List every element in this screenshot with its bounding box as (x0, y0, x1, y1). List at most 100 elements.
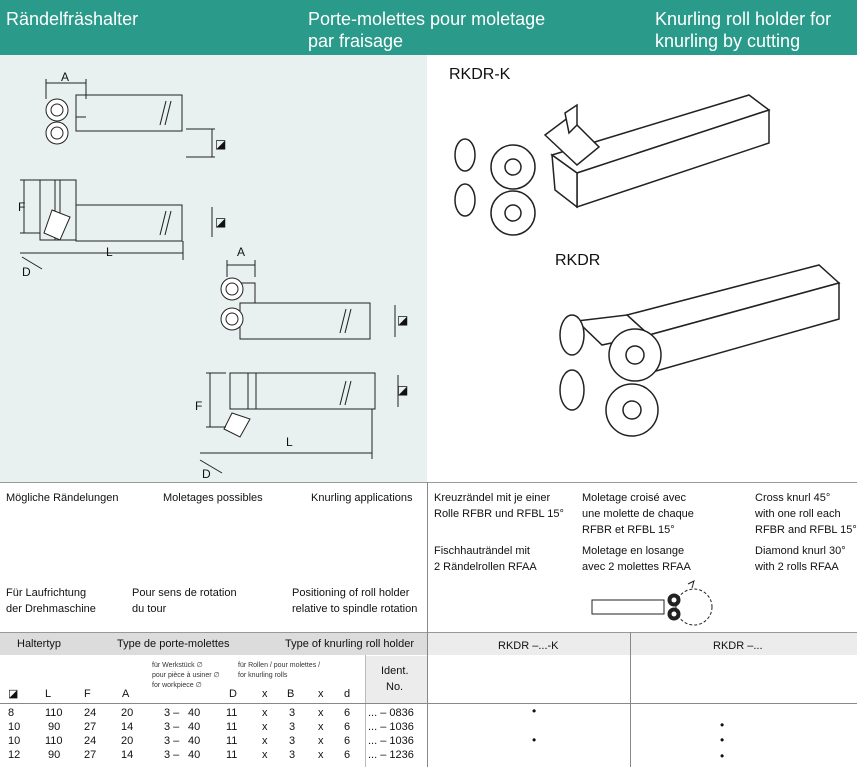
cell-workpiece-from: 3 – (164, 735, 180, 747)
rotation-fr-2: du tour (132, 603, 167, 615)
dim-label-D-2: D (202, 467, 211, 481)
cell-rkdr-k-mark: • (532, 704, 537, 718)
cell-L: 110 (45, 707, 63, 719)
technical-drawing (20, 79, 399, 474)
diamond-knurl-de-1: Fischhauträndel mit (434, 545, 530, 557)
cell-workpiece-to: 40 (188, 735, 201, 747)
cell-ident: ... – 1036 (368, 721, 414, 733)
cell-square: 12 (8, 749, 21, 761)
table-col-divider-2 (630, 632, 631, 767)
title-french-line2: par fraisage (308, 31, 404, 51)
cell-F: 27 (84, 721, 97, 733)
table-ident-divider (365, 655, 366, 767)
cross-knurl-de-2: Rolle RFBR und RFBL 15° (434, 508, 564, 520)
col-header-B: B (287, 688, 295, 700)
cell-x2: x (318, 749, 324, 761)
cell-A: 14 (121, 721, 134, 733)
cell-x1: x (262, 707, 268, 719)
cell-workpiece-to: 40 (188, 721, 201, 733)
dim-label-A-2: A (237, 245, 246, 259)
model-label-rkdr: RKDR (555, 252, 601, 269)
table-header-haltertyp: Haltertyp (17, 638, 62, 650)
cell-rkdr-mark: • (720, 733, 725, 747)
table-header-bar-right (428, 633, 857, 655)
cell-F: 27 (84, 749, 97, 761)
cell-L: 90 (48, 721, 61, 733)
cell-F: 24 (84, 735, 97, 747)
dim-label-F-1: F (18, 200, 26, 214)
title-banner: Rändelfräshalter Porte-molettes pour mol… (0, 0, 857, 55)
cell-B: 3 (289, 749, 296, 761)
cross-knurl-de-1: Kreuzrändel mit je einer (434, 492, 551, 504)
cell-D: 11 (226, 735, 238, 747)
diamond-knurl-fr-1: Moletage en losange (582, 545, 685, 557)
col-header-x2: x (318, 688, 324, 700)
cell-rkdr-mark: • (720, 749, 725, 763)
cross-knurl-en-2: with one roll each (755, 508, 841, 520)
separator-vertical-info (427, 482, 428, 632)
cell-L: 110 (45, 735, 63, 747)
dim-label-L-1: L (106, 245, 113, 259)
dim-label-F-2: F (195, 399, 203, 413)
rotation-diagram (591, 580, 713, 626)
workpiece-note-2: pour pièce à usiner ∅ (152, 672, 220, 679)
table-header-rkdr: RKDR –... (713, 640, 763, 652)
rotation-de-1: Für Laufrichtung (6, 587, 87, 599)
cell-d: 6 (344, 735, 351, 747)
dim-label-square-2: ◪ (215, 215, 227, 229)
rolls-note-2: for knurling rolls (238, 672, 288, 679)
cell-F: 24 (84, 707, 97, 719)
col-header-D: D (229, 688, 237, 700)
applications-label-de: Mögliche Rändelungen (6, 492, 119, 504)
cell-D: 11 (226, 721, 238, 733)
workpiece-note-3: for workpiece ∅ (152, 682, 202, 689)
cell-D: 11 (226, 749, 238, 761)
cell-L: 90 (48, 749, 61, 761)
cell-workpiece-from: 3 – (164, 707, 180, 719)
cell-ident: ... – 1036 (368, 735, 414, 747)
applications-label-fr: Moletages possibles (163, 492, 263, 504)
cross-knurl-fr-3: RFBR et RFBL 15° (582, 524, 675, 536)
cell-workpiece-from: 3 – (164, 749, 180, 761)
col-header-L: L (45, 688, 52, 700)
table-header-bar-left (0, 633, 427, 655)
col-header-A: A (122, 688, 130, 700)
cell-x1: x (262, 721, 268, 733)
col-header-x1: x (262, 688, 268, 700)
applications-label-en: Knurling applications (311, 492, 413, 504)
cell-B: 3 (289, 707, 296, 719)
ident-header-bg (366, 656, 427, 703)
col-header-square: ◪ (8, 688, 19, 700)
rolls-note-1: für Rollen / pour molettes / (238, 662, 321, 669)
cell-x2: x (318, 721, 324, 733)
cross-knurl-fr-1: Moletage croisé avec (582, 492, 686, 504)
cell-ident: ... – 1236 (368, 749, 414, 761)
product-illustration-panel: RKDR-K RKDR (427, 55, 857, 482)
cross-knurl-en-3: RFBR and RFBL 15° (755, 524, 857, 536)
cell-d: 6 (344, 707, 351, 719)
cell-square: 8 (8, 707, 15, 719)
diamond-knurl-en-1: Diamond knurl 30° (755, 545, 846, 557)
dim-label-D-1: D (22, 265, 31, 279)
rotation-en-2: relative to spindle rotation (292, 603, 418, 615)
workpiece-note-1: für Werkstück ∅ (152, 662, 203, 669)
product-3d-illustration (454, 94, 841, 437)
cell-x2: x (318, 707, 324, 719)
table-header-rkdr-k: RKDR –...-K (498, 640, 559, 652)
title-english-line2: knurling by cutting (655, 31, 801, 51)
table-col-divider-1 (427, 632, 428, 767)
cell-A: 20 (121, 735, 134, 747)
table-header-underline (0, 703, 857, 704)
cell-workpiece-to: 40 (188, 749, 201, 761)
cell-rkdr-k-mark: • (532, 733, 537, 747)
cell-d: 6 (344, 749, 351, 761)
cell-B: 3 (289, 735, 296, 747)
separator-top (0, 482, 857, 483)
cell-x2: x (318, 735, 324, 747)
cell-square: 10 (8, 735, 21, 747)
cell-workpiece-from: 3 – (164, 721, 180, 733)
table-header-type-fr: Type de porte-molettes (117, 638, 230, 650)
title-french-line1: Porte-molettes pour moletage (308, 9, 546, 29)
title-english-line1: Knurling roll holder for (655, 9, 832, 29)
col-header-d: d (344, 688, 351, 700)
